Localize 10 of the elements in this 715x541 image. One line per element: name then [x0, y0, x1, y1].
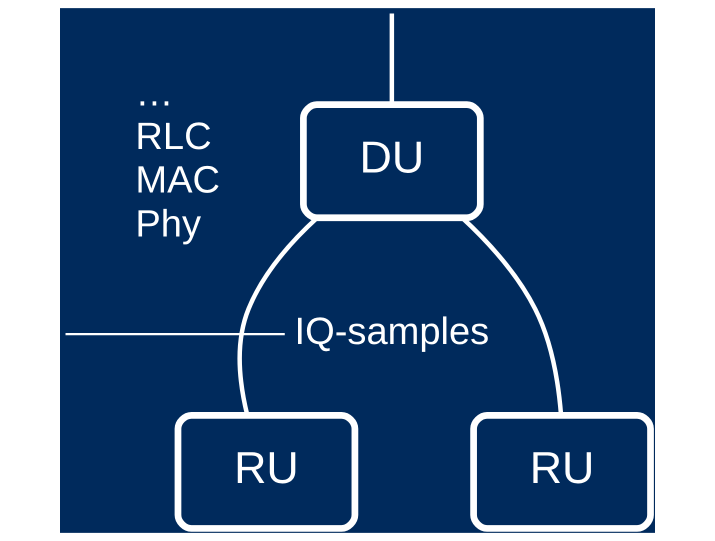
connector [66, 333, 285, 336]
node-box: RU [470, 412, 654, 532]
label: RLC [135, 116, 212, 158]
label: … [135, 72, 174, 114]
connector [390, 13, 394, 104]
label: Phy [135, 203, 202, 246]
node-box: RU [174, 412, 358, 532]
node-box: DU [300, 101, 484, 222]
node-text: IQ-samples [294, 310, 490, 353]
label: MAC [135, 160, 220, 202]
